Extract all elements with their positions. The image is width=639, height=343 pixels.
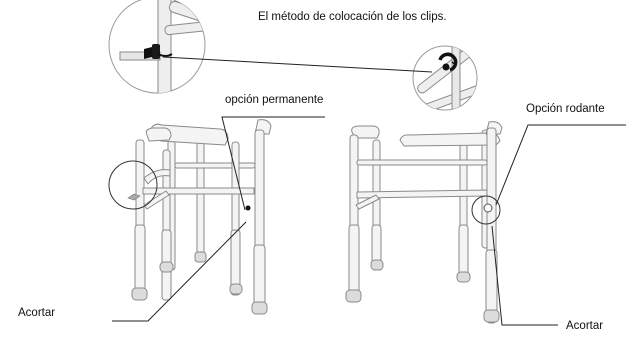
clip-detail-magnifier-left: [108, 0, 206, 94]
walker-frame-right: [345, 121, 503, 324]
leader-shorten-right: [491, 225, 558, 326]
leader-lines: [112, 116, 626, 326]
label-shorten-left: Acortar: [18, 307, 56, 319]
label-permanent-option: opción permanente: [225, 94, 324, 106]
clip-icon: [438, 52, 458, 72]
diagram-title: El método de colocación de los clips.: [258, 11, 447, 23]
clip-icon: [144, 44, 173, 59]
leader-permanent: [221, 116, 325, 211]
clip-detail-magnifier-right: [412, 45, 478, 111]
leader-shorten-left: [112, 221, 247, 322]
highlight-circle-left: [108, 160, 158, 210]
highlight-circle-right: [471, 195, 501, 225]
clip-part: [127, 193, 141, 201]
leader-rolling: [495, 124, 626, 206]
walker-frame-left: [131, 119, 272, 315]
label-rolling-option: Opción rodante: [526, 103, 605, 115]
detail-connector-line: [162, 56, 433, 73]
label-shorten-right: Acortar: [566, 320, 604, 332]
